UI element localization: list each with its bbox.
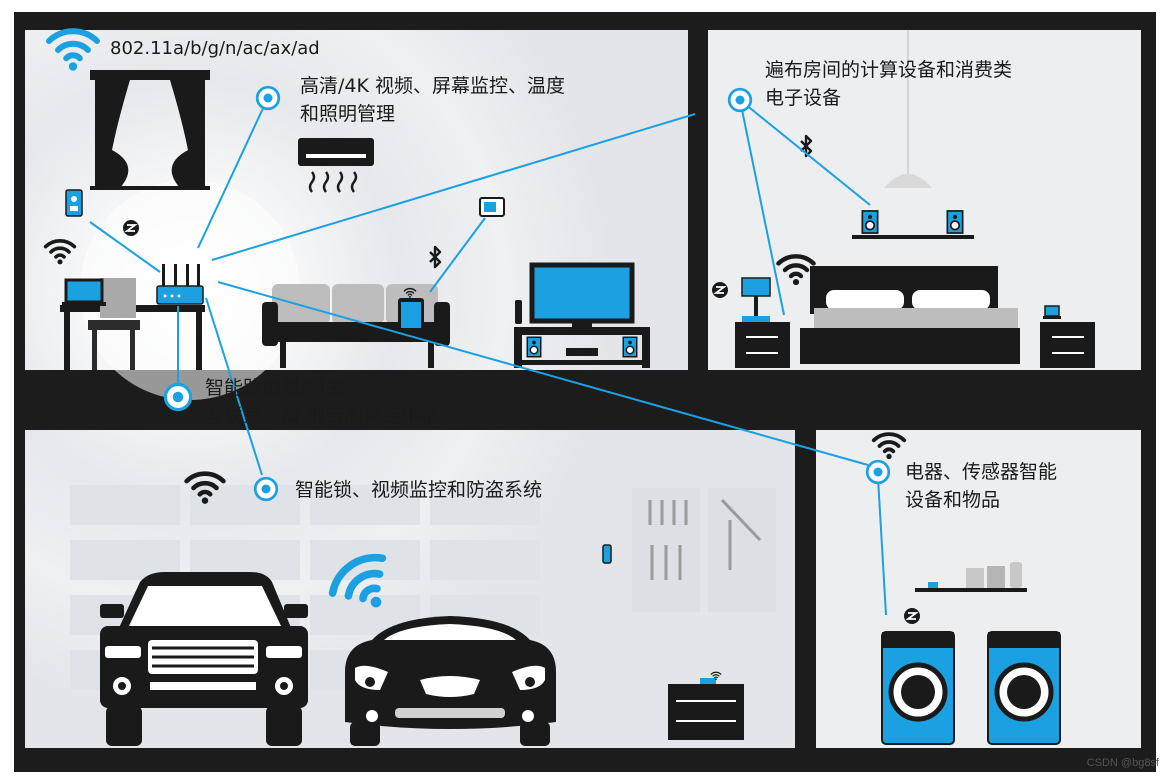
speaker-icon bbox=[526, 336, 542, 358]
shelf bbox=[915, 562, 1027, 592]
lamp-icon bbox=[884, 30, 932, 188]
computing-devices-label-line2: 电子设备 bbox=[765, 87, 842, 109]
hub-marker-hd bbox=[255, 85, 281, 111]
tv-icon bbox=[514, 262, 650, 368]
doorbell-icon bbox=[65, 189, 83, 217]
washer-icon bbox=[987, 631, 1061, 745]
desk bbox=[60, 278, 205, 370]
wall-shelf bbox=[852, 235, 974, 239]
hd-video-label-line1: 高清/4K 视频、屏幕监控、温度 bbox=[300, 75, 565, 97]
zwave-icon bbox=[903, 607, 921, 625]
laptop-icon bbox=[62, 278, 106, 306]
speaker-icon bbox=[861, 210, 879, 234]
zwave-icon bbox=[711, 281, 729, 299]
car-icon bbox=[100, 572, 308, 746]
pegboard bbox=[632, 488, 776, 612]
connection-lines bbox=[89, 99, 887, 616]
wifi-standard-label: 802.11a/b/g/n/ac/ax/ad bbox=[110, 38, 320, 59]
cabinet bbox=[668, 678, 744, 740]
appliance-label-line1: 电器、传感器智能 bbox=[905, 461, 1058, 483]
doorbell-icon bbox=[602, 544, 612, 564]
lamp-icon bbox=[741, 277, 771, 322]
speaker-icon bbox=[622, 336, 638, 358]
computing-devices-label-line1: 遍布房间的计算设备和消费类 bbox=[765, 59, 1013, 81]
tablet-icon bbox=[398, 298, 424, 334]
appliance-label-line2: 设备和物品 bbox=[905, 489, 1001, 511]
air-conditioner-icon bbox=[298, 138, 374, 193]
thermostat-icon bbox=[479, 197, 505, 217]
watermark: CSDN @bg8sf bbox=[1086, 757, 1159, 769]
router-icon bbox=[156, 264, 204, 305]
bed-icon bbox=[800, 266, 1020, 364]
nightstand bbox=[735, 322, 1095, 368]
hub-marker-computing bbox=[727, 87, 753, 113]
car-icon bbox=[345, 616, 556, 746]
hub-marker-appliance bbox=[865, 459, 891, 485]
hd-video-label-line2: 和照明管理 bbox=[300, 103, 396, 125]
smart-lock-label: 智能锁、视频监控和防盗系统 bbox=[295, 479, 543, 501]
router-label-line1: 智能路由器/网关 bbox=[205, 377, 345, 399]
speaker-icon bbox=[946, 210, 964, 234]
zwave-icon bbox=[122, 219, 140, 237]
hub-marker-lock bbox=[253, 476, 279, 502]
washer-icon bbox=[881, 631, 955, 745]
hub-marker-router bbox=[163, 382, 193, 412]
router-label-line2: 互联家居/本地云的神经中枢 bbox=[205, 405, 440, 427]
laptop-icon bbox=[1043, 305, 1061, 319]
curtain-icon bbox=[90, 70, 210, 190]
